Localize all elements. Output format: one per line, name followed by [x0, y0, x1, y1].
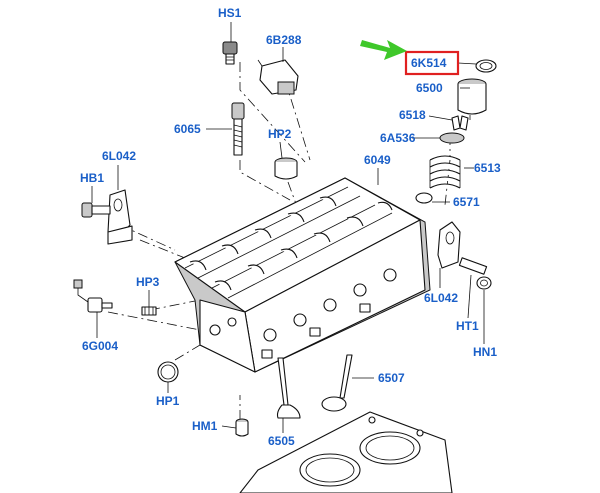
stud-ht1: [458, 257, 488, 275]
valve-gear-stack: [415, 59, 497, 204]
label-hn1[interactable]: HN1: [473, 345, 497, 359]
label-hp2[interactable]: HP2: [268, 127, 292, 141]
valve-6505: [276, 357, 301, 419]
sensor-6b288: [257, 59, 299, 95]
cylinder-head: [174, 177, 431, 373]
label-6500[interactable]: 6500: [416, 81, 443, 95]
label-6065[interactable]: 6065: [174, 122, 201, 136]
label-6571[interactable]: 6571: [453, 195, 480, 209]
label-6k514[interactable]: 6K514: [411, 56, 447, 70]
bolt-6065: [231, 102, 245, 156]
callout-labels: HS1 6B288 6K514 6500 6518 6A536 6065 HP2…: [80, 6, 501, 448]
label-6l042-left[interactable]: 6L042: [102, 149, 136, 163]
bracket-6l042-right: [437, 221, 461, 269]
highlight-box: [404, 50, 460, 76]
label-hp1[interactable]: HP1: [156, 394, 180, 408]
label-hb1[interactable]: HB1: [80, 171, 104, 185]
label-hs1[interactable]: HS1: [218, 6, 242, 20]
label-6505[interactable]: 6505: [268, 434, 295, 448]
label-6l042-right[interactable]: 6L042: [424, 291, 458, 305]
label-6518[interactable]: 6518: [399, 108, 426, 122]
label-6b288[interactable]: 6B288: [266, 33, 302, 47]
sensor-6g004: [73, 279, 113, 313]
nut-hn1: [476, 276, 492, 290]
valve-6507: [321, 354, 353, 412]
leader-lines: [91, 22, 485, 433]
plug-hp1: [157, 361, 179, 383]
green-arrow-icon: [360, 40, 407, 60]
label-hm1[interactable]: HM1: [192, 419, 218, 433]
bolt-hs1: [222, 41, 238, 65]
plug-hp2: [274, 157, 298, 180]
label-6g004[interactable]: 6G004: [82, 339, 118, 353]
bracket-6l042-left: [107, 189, 133, 245]
head-gasket: [239, 411, 453, 493]
plug-hm1: [235, 418, 249, 437]
highlight-marker: [360, 40, 460, 76]
bolt-hb1: [81, 202, 111, 218]
label-6513[interactable]: 6513: [474, 161, 501, 175]
label-hp3[interactable]: HP3: [136, 275, 160, 289]
plug-hp3: [141, 306, 157, 316]
label-ht1[interactable]: HT1: [456, 319, 479, 333]
label-6049[interactable]: 6049: [364, 153, 391, 167]
label-6507[interactable]: 6507: [378, 371, 405, 385]
label-6a536[interactable]: 6A536: [380, 131, 416, 145]
